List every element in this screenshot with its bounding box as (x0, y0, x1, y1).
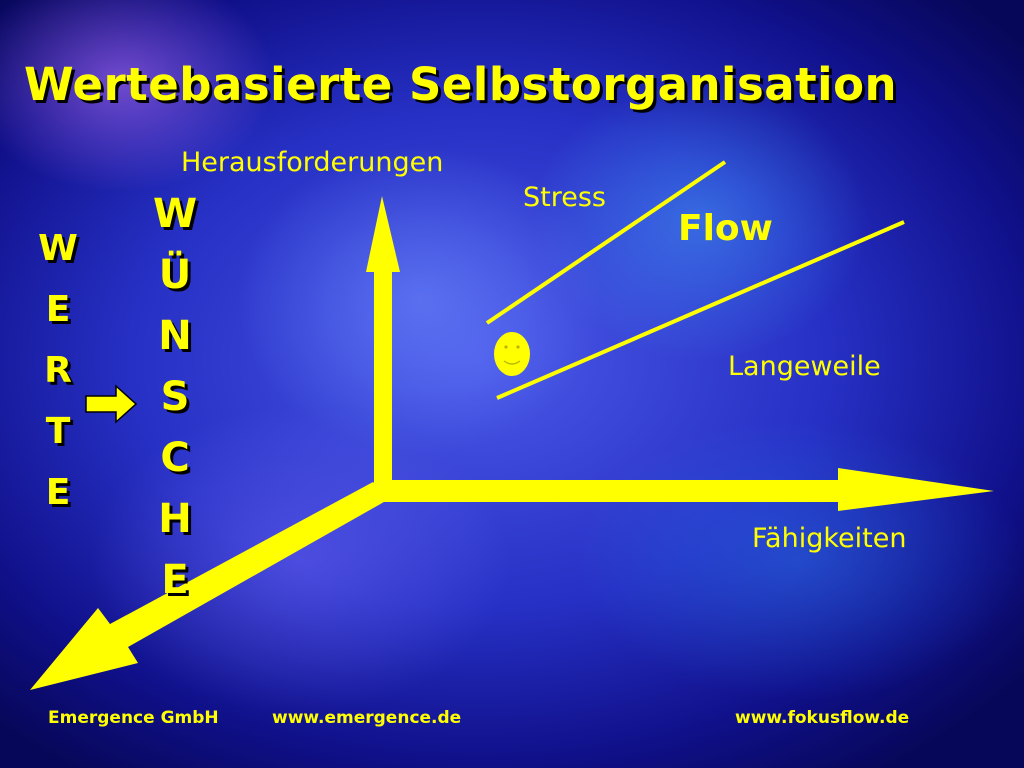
footer-link-emergence[interactable]: www.emergence.de (272, 708, 462, 728)
smiley-icon (494, 332, 530, 376)
werte-letter: E (45, 472, 71, 513)
label-challenges: Herausforderungen (181, 147, 444, 178)
stress-line (485, 160, 727, 325)
werte-letter: E (45, 289, 71, 330)
wuensche-letter: C (160, 435, 190, 481)
arrow-right-icon (85, 384, 138, 424)
wuensche-letter: E (161, 557, 189, 603)
boredom-line (496, 220, 905, 400)
wuensche-letter: Ü (158, 252, 192, 298)
y-axis-arrow (366, 196, 400, 488)
werte-vertical-text: W E R T E (36, 218, 80, 523)
wuensche-letter: W (152, 191, 198, 237)
werte-letter: T (45, 411, 71, 452)
label-boredom: Langeweile (728, 351, 881, 382)
wuensche-letter: H (158, 496, 192, 542)
wuensche-letter: N (158, 313, 192, 359)
footer-link-fokusflow[interactable]: www.fokusflow.de (735, 708, 910, 728)
page-title: Wertebasierte Selbstorganisation (24, 58, 898, 111)
label-skills: Fähigkeiten (752, 523, 907, 554)
z-axis-arrow (30, 482, 391, 690)
label-stress: Stress (523, 182, 606, 213)
label-flow: Flow (678, 208, 773, 249)
werte-letter: R (44, 350, 72, 391)
wuensche-vertical-text: W Ü N S C H E (150, 184, 200, 611)
werte-letter: W (38, 228, 78, 269)
wuensche-letter: S (160, 374, 190, 420)
footer-company: Emergence GmbH (48, 708, 219, 728)
x-axis-arrow (380, 468, 994, 511)
